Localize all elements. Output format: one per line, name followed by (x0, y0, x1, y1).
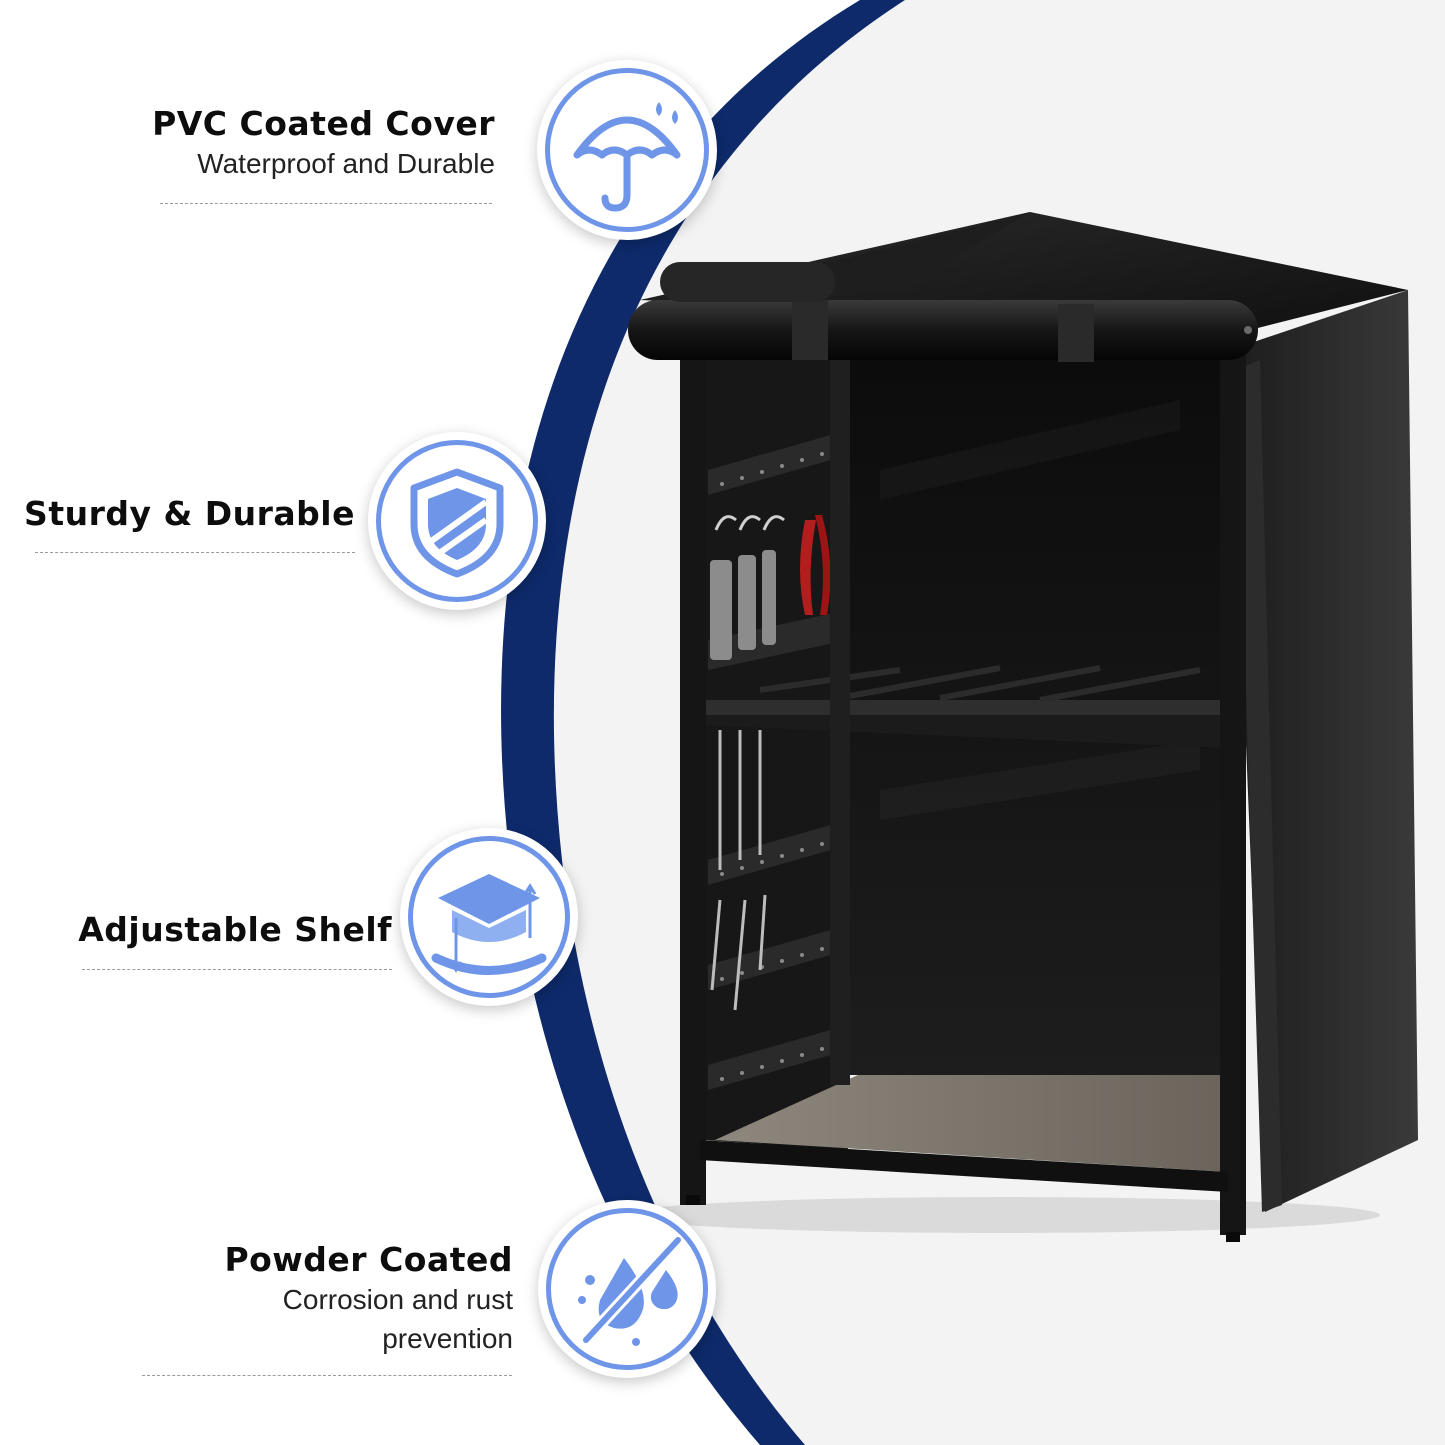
feature-subtitle: Corrosion and rust (282, 1284, 513, 1315)
feature-title: Sturdy & Durable (24, 494, 355, 533)
feature-powder-coated: Powder Coated Corrosion and rust prevent… (150, 1240, 513, 1358)
shield-icon (410, 468, 504, 578)
feature-pvc-coated-cover: PVC Coated Cover Waterproof and Durable (120, 104, 495, 183)
feature-title: Powder Coated (224, 1240, 513, 1279)
divider (160, 203, 492, 204)
feature-sturdy-durable: Sturdy & Durable (20, 494, 355, 534)
divider (82, 969, 392, 970)
feature-title: Adjustable Shelf (78, 910, 392, 949)
grill-cabinet-with-cover-illustration (620, 212, 1418, 1242)
feature-adjustable-shelf: Adjustable Shelf (40, 910, 392, 950)
divider (35, 552, 355, 553)
adjustable-shelf-icon (431, 874, 547, 975)
feature-badge-sturdy-durable (368, 432, 546, 610)
feature-title: PVC Coated Cover (152, 104, 495, 143)
divider (142, 1375, 512, 1376)
feature-subtitle: prevention (382, 1323, 513, 1354)
feature-badge-powder-coated (538, 1200, 716, 1378)
no-water-drop-icon (578, 1235, 683, 1346)
feature-badge-adjustable-shelf (400, 828, 578, 1006)
feature-subtitle: Waterproof and Durable (197, 148, 495, 179)
feature-badge-pvc-coated-cover (537, 60, 717, 240)
umbrella-rain-icon (573, 102, 681, 212)
